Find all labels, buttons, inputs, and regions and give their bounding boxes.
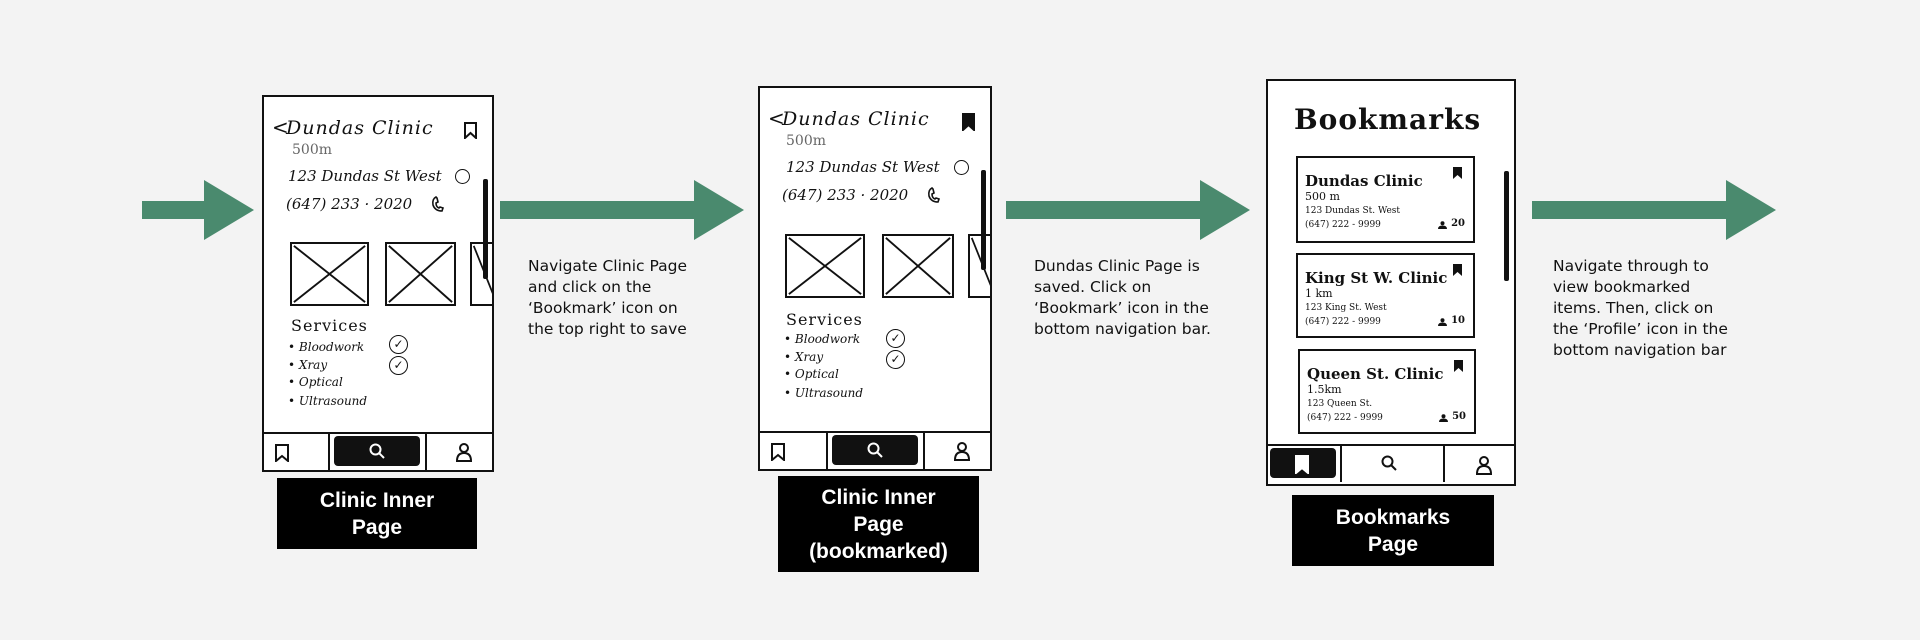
bookmark-icon[interactable] [464, 122, 477, 139]
clinic-address: 123 Dundas St West [786, 158, 940, 176]
scrollbar[interactable] [1504, 171, 1509, 281]
phone-icon [928, 187, 941, 203]
flow-arrow-4 [1532, 180, 1776, 240]
nav-search-icon[interactable] [368, 442, 386, 460]
person-icon [1438, 221, 1447, 229]
nav-bookmark-icon[interactable] [771, 443, 785, 461]
note-step-1: Navigate Clinic Page and click on the ‘B… [528, 257, 687, 338]
bookmark-filled-icon[interactable] [1452, 166, 1463, 180]
person-icon [1438, 318, 1447, 326]
service-item: • Optical [288, 375, 343, 389]
note-step-3: Navigate through to view bookmarked item… [1553, 257, 1728, 359]
nav-bookmark-icon[interactable] [1295, 455, 1309, 474]
image-placeholder-icon [385, 242, 456, 306]
service-item: • Bloodwork [784, 332, 861, 346]
bottom-nav-bar [1268, 444, 1514, 484]
nav-bookmark-icon[interactable] [275, 444, 289, 462]
clinic-distance: 500m [292, 142, 332, 158]
clinic-phone: (647) 233 · 2020 [782, 186, 909, 204]
service-item: • Ultrasound [288, 394, 368, 408]
services-title: Services [786, 310, 863, 329]
caption-clinic-page-bookmarked: Clinic Inner Page (bookmarked) [778, 476, 979, 572]
flow-arrow-3 [1006, 180, 1250, 240]
caption-clinic-page: Clinic Inner Page [277, 478, 477, 549]
check-icon: ✓ [389, 335, 408, 354]
location-icon [455, 169, 470, 184]
nav-search-icon[interactable] [1380, 454, 1398, 472]
clinic-distance: 500m [786, 133, 826, 149]
bookmarks-page-screen: Bookmarks Dundas Clinic 500 m 123 Dundas… [1266, 79, 1516, 486]
service-item: • Optical [784, 367, 839, 381]
flow-arrow-2 [500, 180, 744, 240]
person-icon [1439, 414, 1448, 422]
scrollbar[interactable] [483, 179, 488, 279]
clinic-address: 123 Dundas St West [288, 167, 442, 185]
caption-bookmarks-page: Bookmarks Page [1292, 495, 1494, 566]
image-placeholder-icon [290, 242, 369, 306]
image-placeholder-icon [785, 234, 865, 298]
nav-search-selected[interactable] [832, 435, 918, 465]
service-item: • Xray [288, 358, 328, 372]
bookmark-card[interactable]: Queen St. Clinic 1.5km 123 Queen St. (64… [1298, 349, 1476, 434]
check-icon: ✓ [886, 350, 905, 369]
bookmark-card[interactable]: King St W. Clinic 1 km 123 King St. West… [1296, 253, 1475, 338]
clinic-title: Dundas Clinic [782, 108, 930, 130]
scrollbar[interactable] [981, 170, 986, 270]
check-icon: ✓ [389, 356, 408, 375]
back-icon[interactable]: < [768, 106, 785, 130]
phone-icon [432, 196, 445, 212]
clinic-page-bookmarked-screen: < Dundas Clinic 500m 123 Dundas St West … [758, 86, 992, 471]
nav-profile-icon[interactable] [953, 441, 971, 461]
check-icon: ✓ [886, 329, 905, 348]
clinic-title: Dundas Clinic [286, 117, 434, 139]
nav-search-icon[interactable] [866, 441, 884, 459]
image-placeholder-icon [470, 242, 492, 306]
bookmarks-heading: Bookmarks [1294, 103, 1482, 136]
services-title: Services [291, 316, 368, 335]
nav-profile-icon[interactable] [1475, 455, 1493, 475]
clinic-phone: (647) 233 · 2020 [286, 195, 413, 213]
service-item: • Ultrasound [784, 386, 864, 400]
back-icon[interactable]: < [272, 115, 289, 139]
bottom-nav-bar [760, 431, 990, 469]
nav-search-selected[interactable] [334, 436, 420, 466]
bookmark-filled-icon[interactable] [1452, 263, 1463, 277]
nav-profile-icon[interactable] [455, 442, 473, 462]
clinic-page-screen: < Dundas Clinic 500m 123 Dundas St West … [262, 95, 494, 472]
bookmark-filled-icon[interactable] [962, 113, 975, 131]
image-placeholder-icon [882, 234, 954, 298]
bottom-nav-bar [264, 432, 492, 470]
service-item: • Bloodwork [288, 340, 365, 354]
service-item: • Xray [784, 350, 824, 364]
flow-arrow-1 [142, 180, 254, 240]
location-icon [954, 160, 969, 175]
bookmark-filled-icon[interactable] [1453, 359, 1464, 373]
bookmark-card[interactable]: Dundas Clinic 500 m 123 Dundas St. West … [1296, 156, 1475, 243]
note-step-2: Dundas Clinic Page is saved. Click on ‘B… [1034, 257, 1211, 338]
image-placeholder-icon [968, 234, 990, 298]
